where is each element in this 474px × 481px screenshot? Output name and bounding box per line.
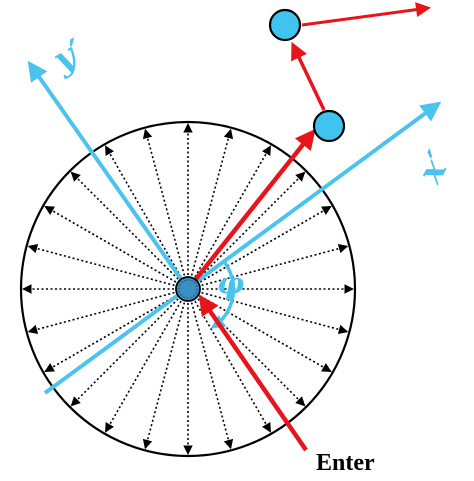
enter-label: Enter <box>316 450 375 476</box>
radial-spoke <box>104 145 182 278</box>
particle-path-1 <box>291 41 326 111</box>
particle-1 <box>312 109 346 143</box>
radial-spoke <box>190 302 234 450</box>
radial-spoke <box>199 295 332 373</box>
particle-2 <box>268 8 302 42</box>
y-prime-label: y′ <box>46 32 92 82</box>
radial-spoke <box>70 171 179 280</box>
angle-label: φ <box>217 267 244 302</box>
radial-spoke <box>27 243 175 287</box>
radial-spoke <box>44 295 177 373</box>
incoming-trajectory <box>198 294 308 452</box>
boundary-circle <box>19 120 357 458</box>
particle-path-2 <box>301 2 431 27</box>
outgoing-trajectory <box>186 128 316 291</box>
radial-spoke <box>190 128 234 276</box>
x-prime-axis <box>43 101 442 395</box>
scattering-center-texture <box>178 279 198 299</box>
radial-spoke <box>197 171 306 280</box>
radial-spoke <box>194 300 272 433</box>
x-prime-label: x′ <box>410 145 460 191</box>
y-prime-axis <box>27 60 190 291</box>
radial-spoke <box>70 298 179 407</box>
radial-spoke <box>142 302 186 450</box>
